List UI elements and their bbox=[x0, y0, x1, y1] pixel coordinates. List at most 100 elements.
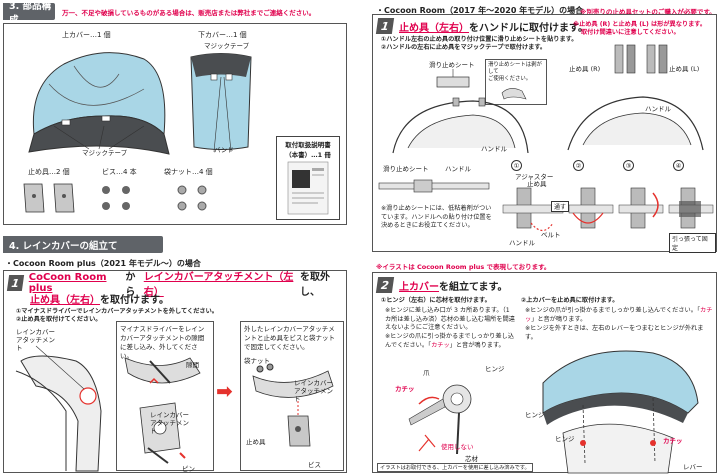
assembly-sub-head: ・Cocoon Room plus（2021 年モデル～）の場合 bbox=[5, 259, 201, 268]
right-top-side-warning: ※別売りの止め具セットのご購入が必要です。 bbox=[580, 8, 716, 16]
step-num: 1 bbox=[6, 275, 24, 291]
assembly-inst-2: ②止め具を取付けてください。 bbox=[16, 316, 102, 323]
substep-2: ② bbox=[573, 160, 584, 171]
upper-cover-illustration bbox=[28, 52, 170, 155]
bag-nut-illustration bbox=[177, 185, 207, 211]
handle-stroller-illustration bbox=[392, 97, 529, 154]
label-handle-2: ハンドル bbox=[645, 105, 671, 113]
assembly-panel: 1 CoCoon Room plus から レインカバーアタッチメント（左右） … bbox=[3, 270, 347, 473]
label-pin: ピン bbox=[182, 465, 195, 473]
label-adjuster: アジャスター bbox=[515, 173, 554, 181]
col2-note-1a: ※ヒンジの爪が引っ掛かるまでしっかり差し込んでください。「 bbox=[525, 307, 701, 314]
label-anti-slip-sheet: 滑り止めシート bbox=[429, 61, 475, 69]
stopper-label: 止め具…2 個 bbox=[28, 168, 70, 176]
right-top-sub-head: ・Cocoon Room（2017 年～2020 年モデル）の場合 bbox=[376, 6, 584, 15]
label-lever: レバー bbox=[683, 463, 703, 471]
room-inst-2: ②ハンドルの左右に止め具をマジックテープで取付けます。 bbox=[381, 44, 547, 51]
lower-cover-label: 下カバー…1 個 bbox=[198, 31, 247, 39]
room-step-title-a: 止め具（左右） bbox=[399, 22, 469, 34]
col1-note-2: ※ヒンジの爪に引っ掛かるまでしっかり差し込んでください。「カチッ」と音が鳴ります… bbox=[385, 333, 517, 350]
stopper-rl-illustration bbox=[614, 44, 668, 74]
pull-fix-box: 引っ張って固定 bbox=[669, 233, 716, 253]
band-label: バンド bbox=[214, 146, 234, 154]
label-thread-box: 通す bbox=[551, 201, 570, 212]
label-click: カチッ bbox=[395, 385, 415, 393]
step-2: 2 上カバー を組立てます。 bbox=[375, 277, 508, 293]
step-1-plus: 1 CoCoon Room plus から レインカバーアタッチメント（左右） … bbox=[6, 272, 346, 298]
col2-note-2: ※ヒンジを外すときは、左右のレバーをつまむとヒンジが外れます。 bbox=[525, 325, 704, 341]
manual-title: 取付取扱説明書 bbox=[285, 141, 331, 149]
room-step-title-b: をハンドルに取付けます。 bbox=[469, 22, 588, 34]
peel-hint-1: 滑り止めシートは剥がして bbox=[488, 62, 542, 75]
manual-sub: （本書）…1 冊 bbox=[285, 151, 331, 159]
step-title-b: から bbox=[125, 272, 136, 298]
step-1-room: 1 止め具（左右） をハンドルに取付けます。 bbox=[375, 18, 588, 34]
label-raincover-attach-1: レインカバーアタッチメント bbox=[16, 328, 55, 352]
upper-cover-label: 上カバー…1 個 bbox=[62, 31, 111, 39]
room-inst-1: ①ハンドル左右の止め具の取り付け位置に滑り止めシートを貼ります。 bbox=[381, 36, 578, 43]
label-gap: 隙間 bbox=[186, 361, 199, 369]
note-sheet: ※滑り止めシートには、低粘着剤がついています。ハンドルへの貼り付け位置を決めると… bbox=[381, 205, 492, 229]
next-arrow-icon: ➡ bbox=[216, 379, 233, 403]
upper-cover-stroller-illustration bbox=[542, 350, 699, 474]
label-not-use: 使用しない bbox=[441, 443, 474, 451]
col2-note-1b: カチッ bbox=[525, 307, 713, 323]
anti-slip-sheet-illustration bbox=[436, 69, 470, 88]
handle-stroller-illustration-2 bbox=[567, 96, 704, 151]
section-bar-parts: 3. 部品構成 bbox=[3, 1, 55, 26]
detach-illustration bbox=[124, 357, 201, 464]
col2-head: ②上カバーを止め具に取付けます。 bbox=[521, 297, 619, 304]
col1-head: ①ヒンジ（左右）に芯材を取付けます。 bbox=[381, 297, 491, 304]
parts-warning: 万一、不足や破損しているものがある場合は、販売店または弊社までご連絡ください。 bbox=[62, 9, 316, 17]
peel-hint-box: 滑り止めシートは剥がして ご使用ください。 bbox=[485, 59, 547, 105]
label-stopper-r: 止め具 (R) bbox=[569, 65, 601, 73]
footnote: イラストはお取付できる、上カバーを使用に差し込み済みです。 bbox=[380, 465, 530, 471]
peel-illustration bbox=[501, 88, 527, 100]
label-belt: ベルト bbox=[541, 231, 561, 239]
label-stopper-room: 止め具 bbox=[527, 180, 547, 188]
lower-cover-illustration bbox=[190, 53, 252, 153]
steps-illustration bbox=[502, 187, 714, 232]
assembly-box-2: 外したレインカバーアタッチメントと止め具をビスと袋ナットで固定してください。 bbox=[240, 321, 344, 471]
manual-thumbnail bbox=[287, 161, 329, 215]
box1-text: マイナスドライバーをレインカバーアタッチメントの隙間に差し込み、外してください。 bbox=[120, 325, 205, 360]
assembly-inst-1: ①マイナスドライバーでレインカバーアタッチメントを外してください。 bbox=[16, 308, 218, 315]
step-num-room: 1 bbox=[375, 18, 395, 34]
manual-box: 取付取扱説明書 （本書）…1 冊 bbox=[276, 136, 340, 220]
section-bar-assembly: 4. レインカバーの組立て bbox=[3, 236, 163, 253]
attach-illustration bbox=[252, 363, 334, 447]
step-num-2: 2 bbox=[375, 277, 395, 293]
label-pull-fix: 引っ張って固定 bbox=[672, 236, 708, 252]
magic-tape-pointer-1 bbox=[53, 125, 145, 150]
room-note-shape-2: 取付け間違いに注意してください。 bbox=[581, 29, 680, 36]
label-stopper-l: 止め具 (L) bbox=[669, 65, 700, 73]
screw-illustration bbox=[102, 186, 130, 210]
label-click-2: カチッ bbox=[663, 437, 683, 445]
magic-tape-label-2: マジックテープ bbox=[204, 42, 250, 50]
step-title-c: レインカバーアタッチメント（左右） bbox=[143, 272, 294, 298]
label-screw: ビス bbox=[308, 461, 321, 469]
step-title-d: を取外し、 bbox=[299, 272, 330, 298]
substep-1: ① bbox=[511, 160, 522, 171]
sheet-on-handle-illustration bbox=[378, 179, 490, 193]
step-1-plus-line2: 止め具（左右） を取付けます。 bbox=[30, 290, 169, 306]
peel-hint-2: ご使用ください。 bbox=[488, 76, 532, 82]
label-thread: 通す bbox=[554, 204, 567, 211]
label-claw: 爪 bbox=[423, 369, 430, 377]
substep-3: ③ bbox=[623, 160, 634, 171]
label-stopper: 止め具 bbox=[246, 438, 266, 446]
col1-note-2c: 」と音が鳴ります。 bbox=[449, 341, 505, 349]
room-note-shape-1: ※止め具 (R) と止め具 (L) は形が異なります。 bbox=[573, 21, 707, 28]
label-hinge-2: ヒンジ bbox=[525, 411, 545, 419]
box2-text: 外したレインカバーアタッチメントと止め具をビスと袋ナットで固定してください。 bbox=[244, 325, 335, 351]
label-handle-4: ハンドル bbox=[509, 239, 535, 247]
stopper-illustration bbox=[23, 183, 75, 213]
footnote-box: イラストはお取付できる、上カバーを使用に差し込み済みです。 bbox=[377, 463, 533, 472]
step-title-f: を取付けます。 bbox=[100, 294, 169, 306]
section-title-parts: 3. 部品構成 bbox=[9, 0, 52, 26]
step2-title-b: を組立てます。 bbox=[439, 281, 508, 293]
label-hinge: ヒンジ bbox=[485, 365, 505, 373]
right-bottom-panel: 2 上カバー を組立てます。 ①ヒンジ（左右）に芯材を取付けます。 ※ヒンジに差… bbox=[372, 272, 717, 474]
col1-note-2b: カチッ bbox=[431, 341, 450, 349]
label-handle: ハンドル bbox=[481, 145, 507, 153]
